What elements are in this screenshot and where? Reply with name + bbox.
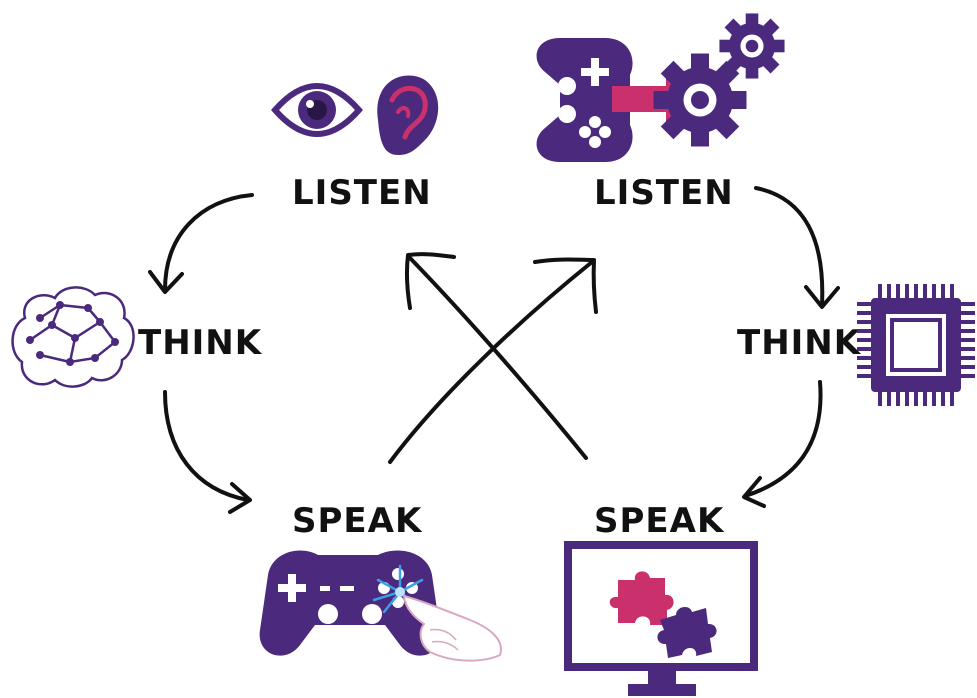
- arrow-human-speak-to-computer-listen: [388, 260, 594, 464]
- arrow-computer-speak-to-human-listen: [408, 256, 588, 460]
- eye-icon: [271, 83, 363, 137]
- brain-icon: [11, 286, 135, 388]
- gamepad-icon: [536, 38, 633, 162]
- computer-think-label: THINK: [737, 323, 862, 363]
- arrow-computer-speak-to-human-listen-head: [404, 252, 456, 310]
- arrow-think-to-speak-left-head: [228, 482, 252, 514]
- cpu-chip-icon: [857, 284, 975, 406]
- arrow-listen-to-think-right-head: [804, 285, 840, 309]
- arrow-think-to-speak-left: [163, 390, 250, 502]
- arrow-think-to-speak-right: [743, 380, 823, 498]
- ear-icon: [377, 75, 439, 155]
- puzzle-icon: [609, 571, 717, 658]
- computer-listen-label: LISTEN: [594, 173, 734, 213]
- human-speak-label: SPEAK: [292, 501, 423, 541]
- hand-press-icon: [372, 564, 502, 662]
- arrow-think-to-speak-right-head: [742, 476, 766, 508]
- human-think-label: THINK: [138, 323, 263, 363]
- gears-icon: [653, 13, 785, 147]
- arrow-listen-to-think-left: [163, 193, 254, 292]
- arrow-listen-to-think-right: [754, 186, 825, 307]
- arrow-listen-to-think-left-head: [148, 270, 184, 294]
- arrow-human-speak-to-computer-listen-head: [533, 257, 598, 314]
- computer-speak-label: SPEAK: [594, 501, 725, 541]
- human-listen-label: LISTEN: [292, 173, 432, 213]
